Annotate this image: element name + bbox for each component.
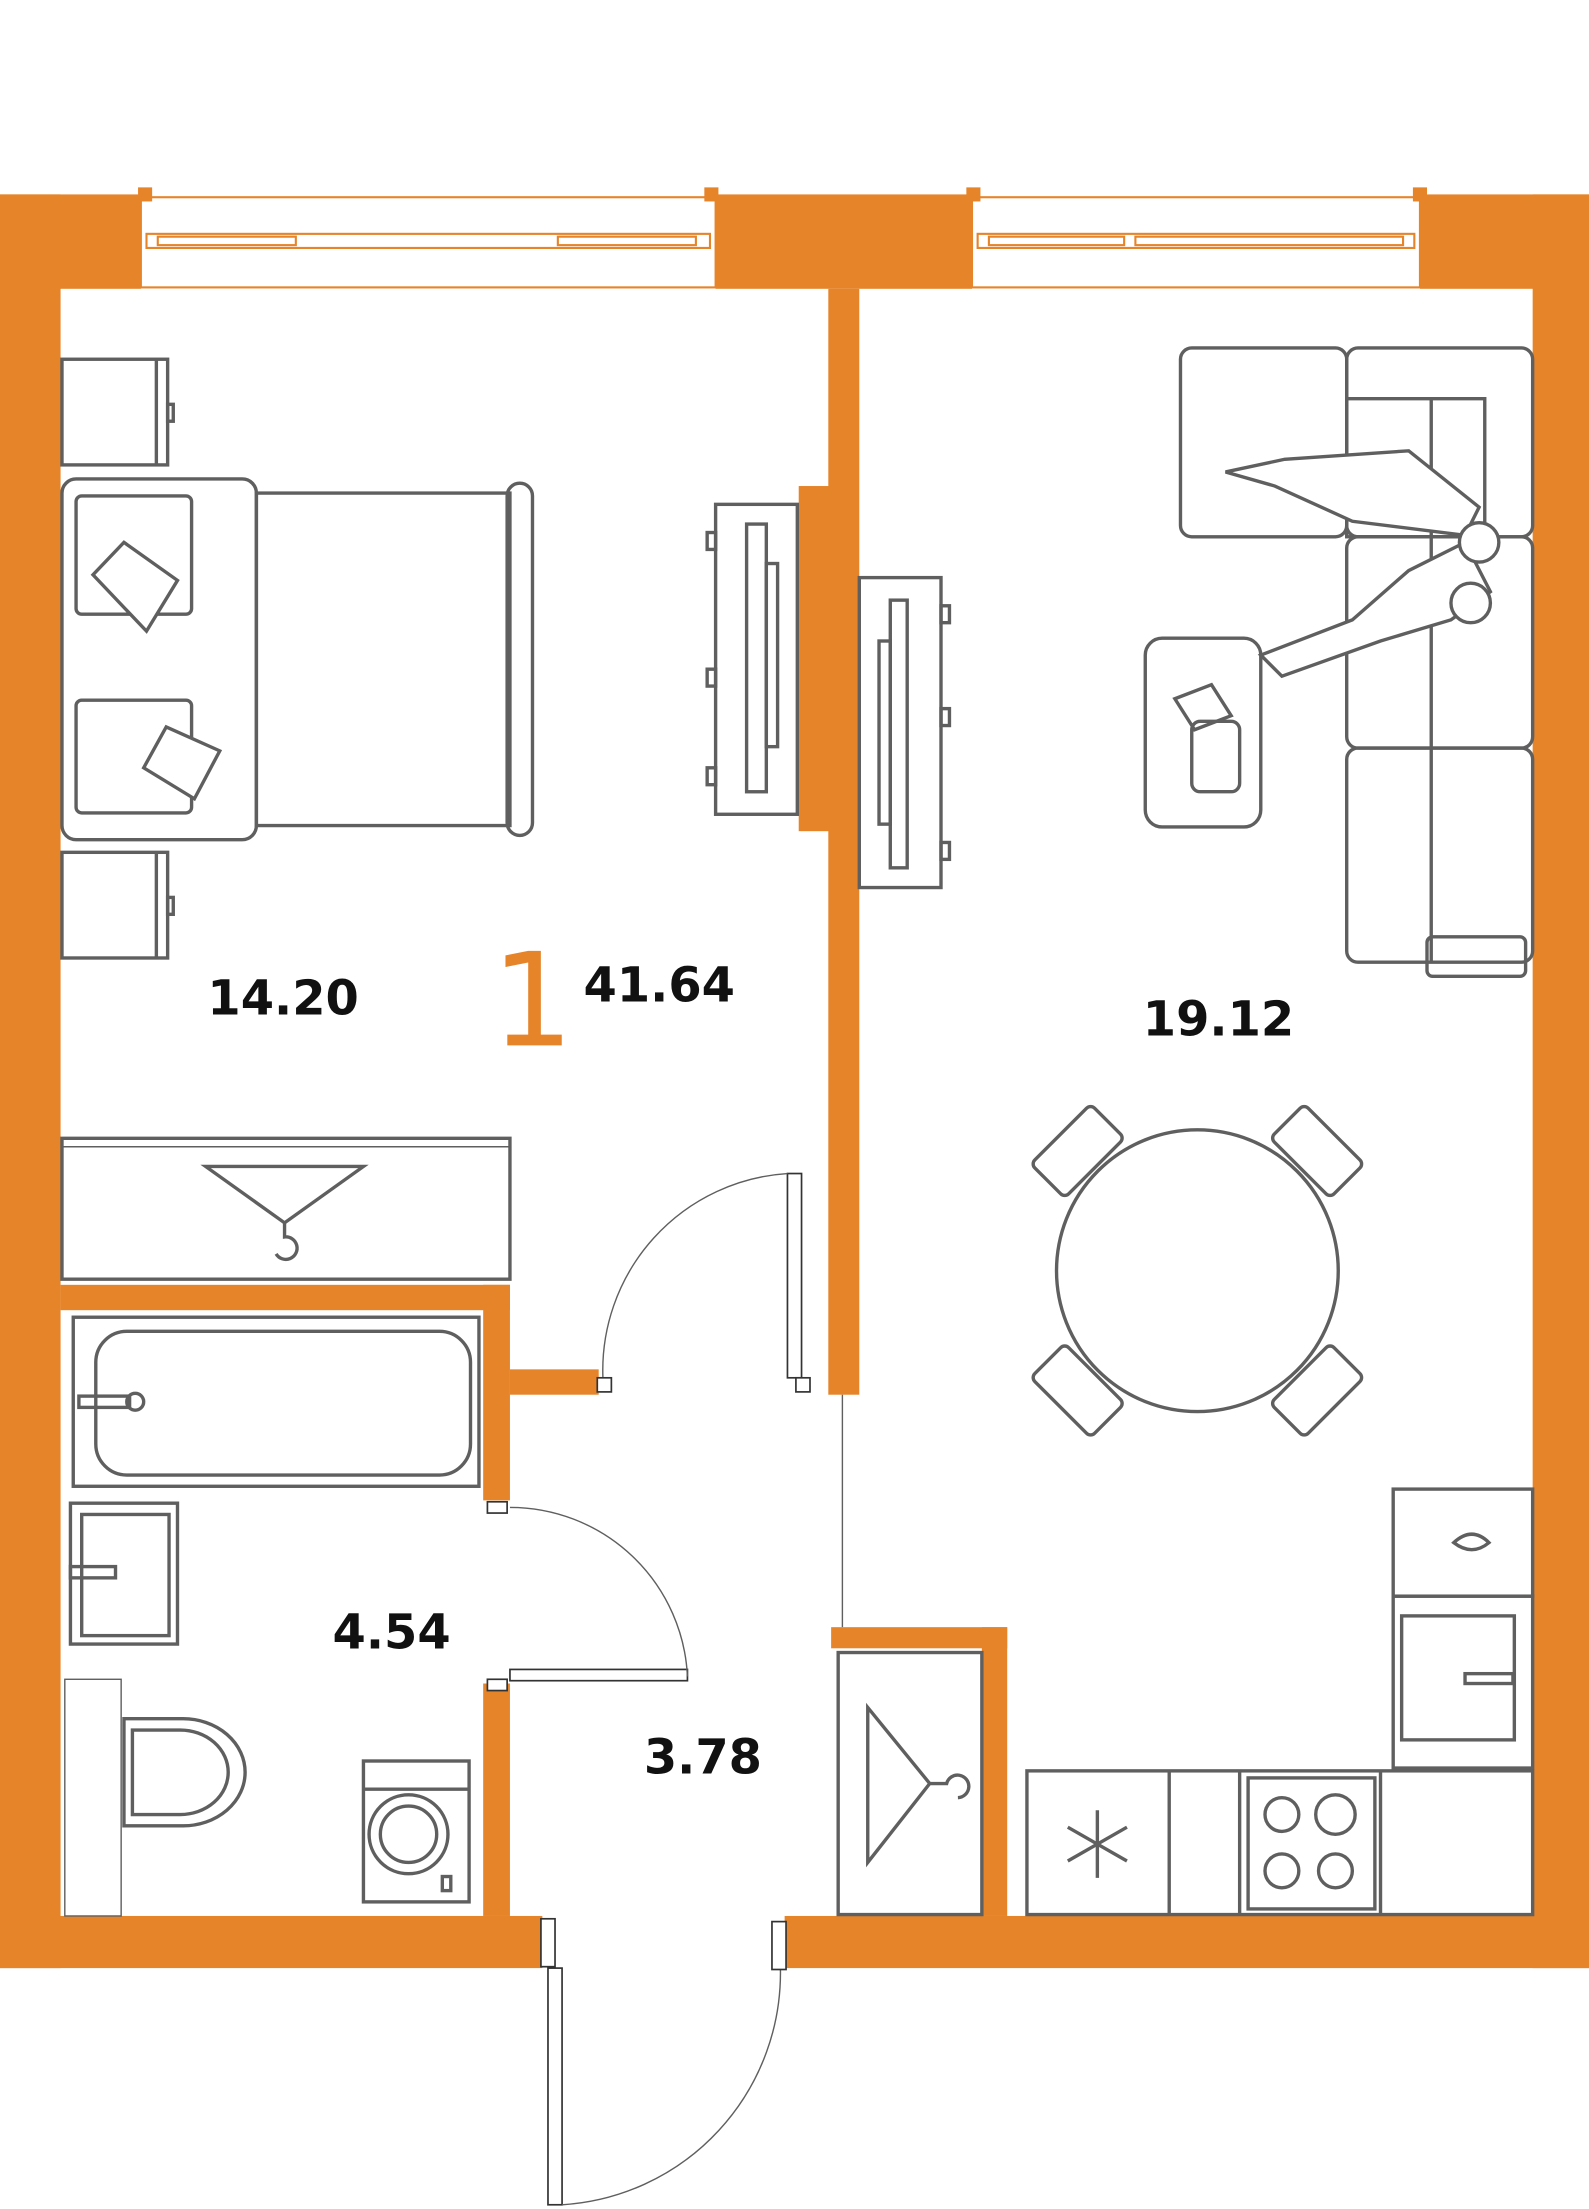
sofa <box>1178 346 1535 978</box>
people-figures <box>1225 449 1501 679</box>
door-bathroom[interactable] <box>486 1500 689 1692</box>
bed <box>60 477 535 842</box>
window-living <box>970 196 1422 289</box>
bathtub <box>71 1315 481 1488</box>
toilet <box>64 1678 247 1917</box>
area-living-kitchen: 19.12 <box>1143 992 1294 1047</box>
area-bathroom: 4.54 <box>333 1605 451 1660</box>
sink <box>68 1501 180 1646</box>
washing-machine <box>361 1759 471 1904</box>
tv-unit-bedroom <box>705 502 800 816</box>
door-entrance[interactable] <box>540 1917 787 2206</box>
nightstand-bottom <box>60 850 175 960</box>
walls <box>0 187 1589 1969</box>
window-bedroom <box>139 196 717 289</box>
wardrobe-bedroom <box>60 1136 512 1281</box>
coffee-table <box>1143 636 1263 829</box>
area-bedroom: 14.20 <box>207 971 358 1026</box>
rooms-count: 1 <box>491 925 573 1076</box>
kitchen <box>1025 1487 1535 1917</box>
dining-table <box>1031 1104 1364 1437</box>
nightstand-top <box>60 357 175 467</box>
snowflake-icon <box>1066 1810 1128 1878</box>
wardrobe-hallway <box>836 1650 984 1917</box>
door-bedroom[interactable] <box>596 1172 811 1393</box>
tv-unit-living <box>857 575 952 890</box>
total-area: 41.64 <box>584 959 735 1014</box>
area-hallway: 3.78 <box>644 1731 762 1786</box>
